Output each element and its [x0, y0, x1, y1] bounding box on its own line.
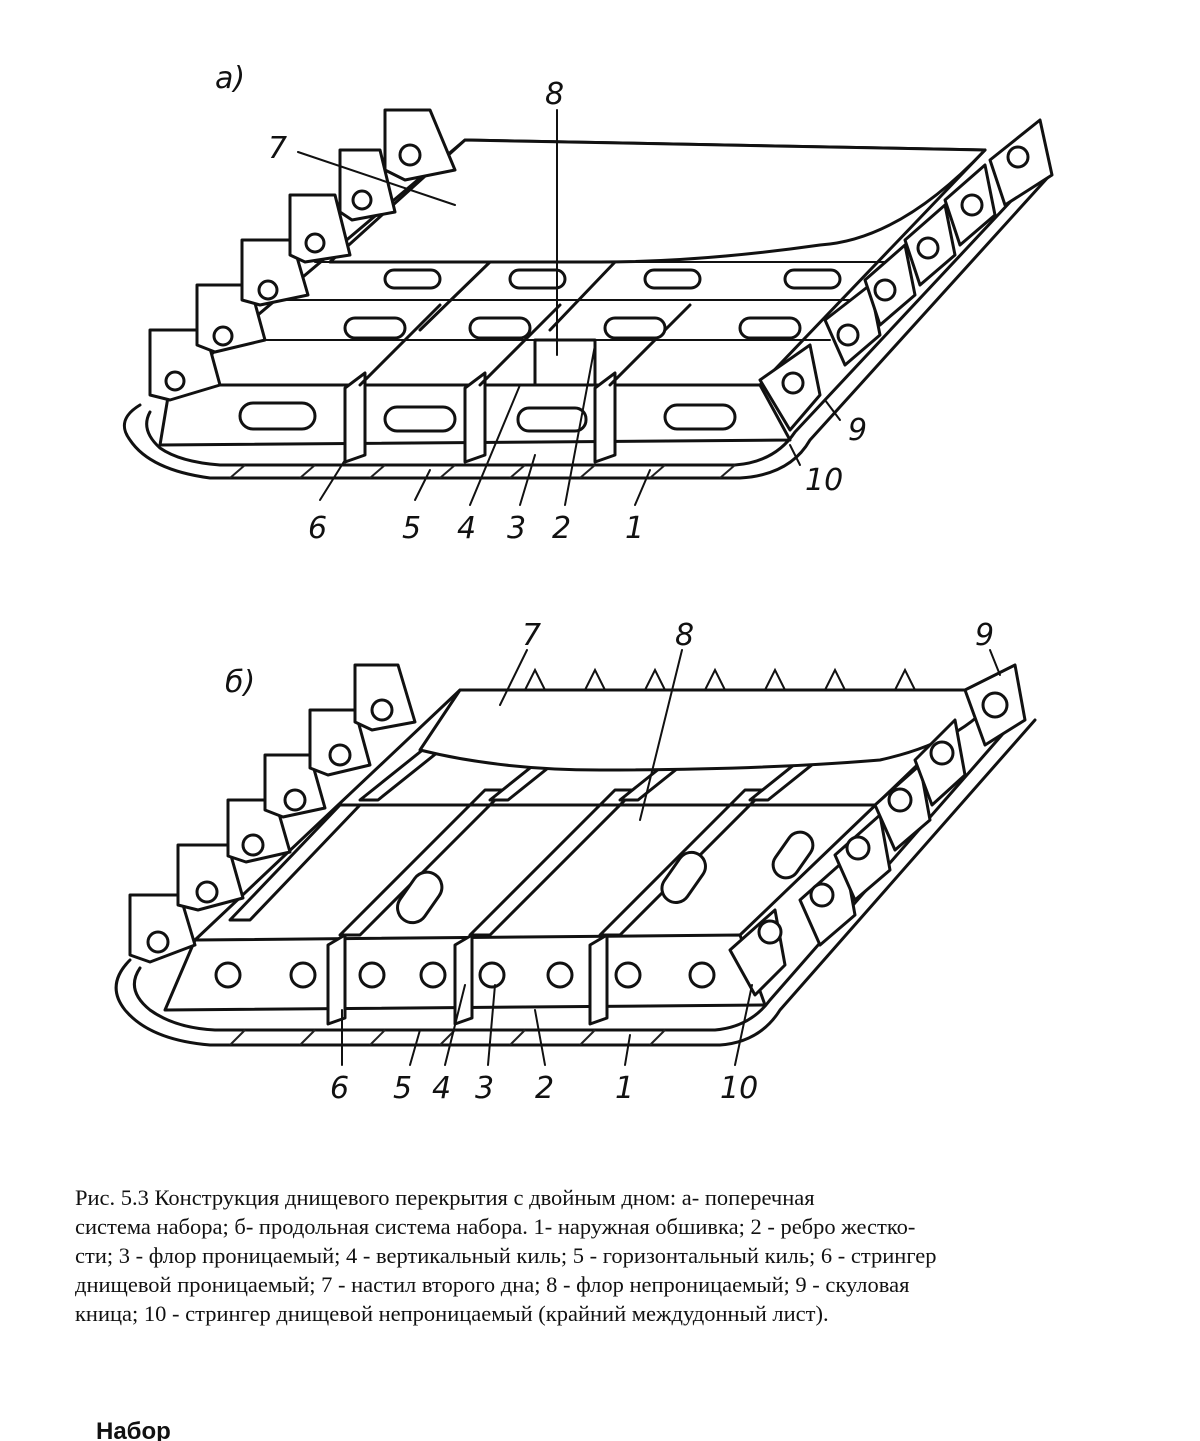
callout-a-7: 7 — [268, 131, 287, 166]
callout-a-5: 5 — [402, 511, 421, 546]
callout-b-9: 9 — [975, 618, 994, 653]
callout-b-7: 7 — [522, 618, 541, 653]
callout-b-8: 8 — [675, 618, 694, 653]
outer-shell-hatching — [229, 1029, 666, 1046]
left-brackets — [148, 108, 457, 402]
callout-a-2: 2 — [552, 511, 571, 546]
caption-line-1: Рис. 5.3 Конструкция днищевого перекрыти… — [75, 1185, 815, 1210]
callout-b-5: 5 — [393, 1071, 412, 1106]
figure-caption: Рис. 5.3 Конструкция днищевого перекрыти… — [75, 1183, 1135, 1328]
top-small-brackets — [524, 667, 916, 691]
figure-b-longitudinal-framing: б) — [114, 618, 1037, 1106]
right-brackets — [728, 663, 1027, 997]
callout-b-6: 6 — [330, 1071, 349, 1106]
callout-a-9: 9 — [848, 413, 867, 448]
callout-b-4: 4 — [432, 1071, 451, 1106]
right-brackets — [758, 118, 1054, 432]
caption-line-3: сти; 3 - флор проницаемый; 4 - вертикаль… — [75, 1243, 937, 1268]
callout-a-8: 8 — [545, 77, 564, 112]
callout-b-1: 1 — [615, 1071, 634, 1106]
caption-line-4: днищевой проницаемый; 7 - настил второго… — [75, 1272, 910, 1297]
caption-line-5: кница; 10 - стрингер днищевой непроницае… — [75, 1301, 829, 1326]
callout-a-3: 3 — [507, 511, 526, 546]
figure-a-panel-label: а) — [215, 61, 245, 96]
figure-a-transverse-framing: а) — [122, 61, 1054, 546]
callout-a-6: 6 — [308, 511, 327, 546]
outer-shell-hatching — [229, 464, 736, 479]
callout-a-4: 4 — [457, 511, 476, 546]
callout-b-10: 10 — [720, 1071, 758, 1106]
callout-b-3: 3 — [475, 1071, 494, 1106]
left-brackets — [128, 663, 417, 964]
figure-b-panel-label: б) — [225, 665, 255, 700]
cut-off-next-line: Набор — [96, 1418, 171, 1441]
caption-line-2: система набора; б- продольная система на… — [75, 1214, 916, 1239]
callout-a-1: 1 — [625, 511, 644, 546]
callout-b-2: 2 — [535, 1071, 554, 1106]
callout-a-10: 10 — [805, 463, 843, 498]
